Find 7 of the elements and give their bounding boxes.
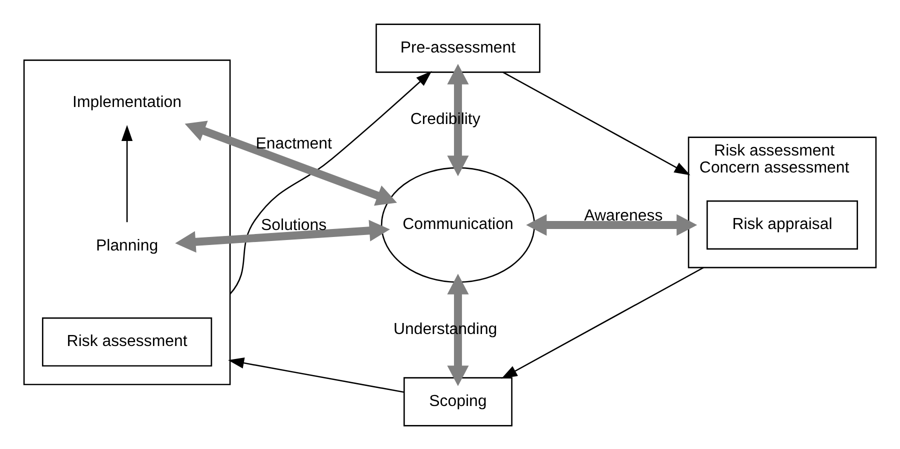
node-text: Planning [96, 236, 158, 254]
edge-label: Enactment [256, 135, 332, 152]
node-text: Implementation [72, 93, 182, 110]
edge-label: Solutions [261, 216, 327, 234]
edge-label: Understanding [394, 320, 498, 338]
edge-label: Awareness [584, 206, 663, 224]
edge-label: Credibility [410, 110, 480, 128]
